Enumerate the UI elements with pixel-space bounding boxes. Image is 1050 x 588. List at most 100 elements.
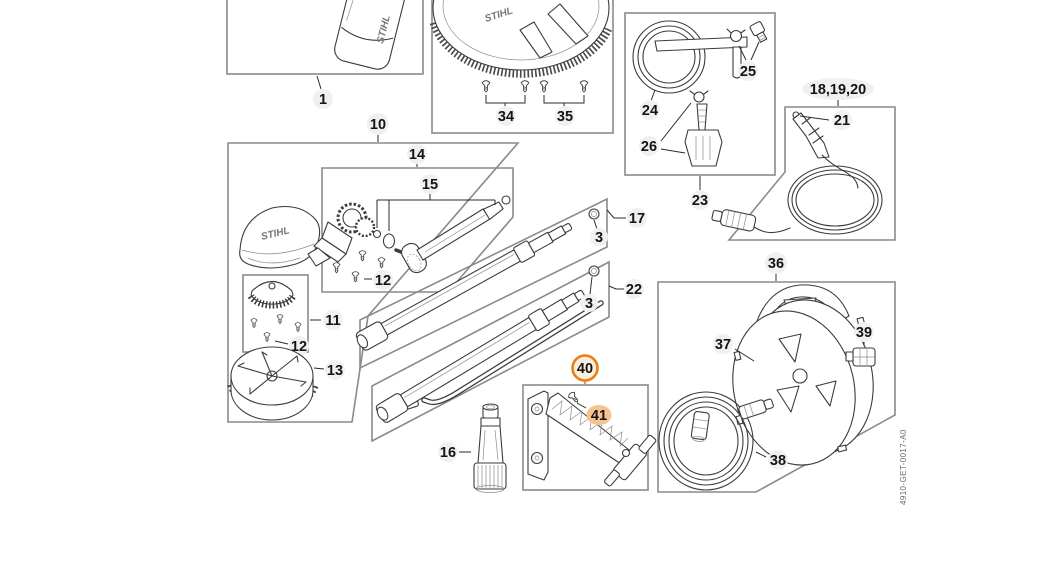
hose-coil-drawing	[658, 391, 774, 491]
nozzle-screw	[539, 80, 549, 93]
screw	[351, 271, 360, 283]
panel-frame	[226, 0, 424, 75]
svg-text:3: 3	[585, 296, 593, 312]
o-ring	[588, 208, 600, 220]
screw	[294, 322, 302, 332]
svg-text:40: 40	[577, 361, 593, 377]
nozzle-drawing	[473, 403, 507, 493]
svg-text:26: 26	[641, 139, 657, 155]
svg-text:13: 13	[327, 363, 343, 379]
svg-text:3: 3	[595, 230, 603, 246]
part-label-25[interactable]: 25	[738, 61, 758, 81]
part-label-22[interactable]: 22	[624, 279, 644, 299]
part-label-17[interactable]: 17	[627, 208, 647, 228]
part-label-3b[interactable]: 3	[580, 294, 598, 312]
part-label-1[interactable]: 1	[313, 89, 333, 109]
part-label-35[interactable]: 35	[555, 106, 575, 126]
panel-frame	[227, 142, 520, 423]
panel-frame	[431, 0, 614, 134]
svg-text:23: 23	[692, 193, 708, 209]
part-label-41-highlighted[interactable]: 41	[586, 405, 612, 425]
svg-text:15: 15	[422, 177, 438, 193]
part-label-14[interactable]: 14	[407, 144, 427, 164]
part-label-26[interactable]: 26	[639, 136, 659, 156]
svg-text:41: 41	[591, 408, 607, 424]
clamp-connector-drawing	[726, 21, 768, 43]
suction-set-panel: 24 25 26 23	[624, 12, 776, 210]
filter-drawing	[684, 90, 723, 167]
elbow-lance-drawing	[394, 195, 511, 274]
svg-text:17: 17	[629, 211, 645, 227]
lance-short-drawing	[355, 223, 573, 351]
part-label-40-highlighted[interactable]: 40	[571, 354, 599, 382]
svg-text:1: 1	[319, 92, 327, 108]
detergent-bottle-panel: STIHL 1	[226, 0, 424, 109]
surface-cleaner-drawing: STIHL	[429, 0, 612, 78]
gearbox-drawing	[307, 202, 376, 267]
drive-kit-frame	[321, 167, 514, 293]
svg-text:10: 10	[370, 117, 386, 133]
part-label-23[interactable]: 23	[690, 190, 710, 210]
lance-long-panel: 3 22	[371, 260, 644, 443]
svg-text:34: 34	[498, 109, 514, 125]
screw	[332, 262, 341, 274]
svg-text:12: 12	[375, 273, 391, 289]
o-ring	[588, 265, 600, 277]
bracket-panel: 41 40	[522, 354, 657, 491]
part-label-24[interactable]: 24	[640, 100, 660, 120]
drawing-id: 4910-GET-0017-A0	[899, 429, 908, 505]
screw	[276, 314, 284, 324]
svg-text:25: 25	[740, 64, 756, 80]
panel-frame	[727, 106, 896, 241]
part-label-38[interactable]: 38	[768, 450, 788, 470]
nozzle-screw	[520, 80, 530, 93]
part-label-3a[interactable]: 3	[590, 228, 608, 246]
cover-drawing: STIHL	[239, 205, 321, 269]
rotor-drawing	[247, 280, 297, 309]
svg-text:14: 14	[409, 147, 425, 163]
detergent-bottle-drawing: STIHL	[334, 0, 414, 70]
lance-short-panel: 3 17	[355, 197, 647, 370]
part-label-15[interactable]: 15	[420, 174, 440, 194]
o-ring-large	[382, 233, 396, 249]
nozzle-screw	[481, 80, 491, 93]
screw	[377, 257, 386, 269]
coupling-drawing	[845, 347, 876, 367]
cleaner-assembly-panel: 10 STIHL 14	[227, 113, 520, 423]
part-label-18-19-20[interactable]: 18,19,20	[802, 78, 874, 100]
part-label-34[interactable]: 34	[496, 106, 516, 126]
svg-text:39: 39	[856, 325, 872, 341]
svg-text:16: 16	[440, 445, 456, 461]
svg-text:37: 37	[715, 337, 731, 353]
svg-text:11: 11	[325, 313, 340, 329]
svg-text:12: 12	[291, 339, 307, 355]
svg-text:18,19,20: 18,19,20	[810, 82, 866, 98]
spray-gun-drawing	[711, 111, 883, 235]
svg-text:38: 38	[770, 453, 786, 469]
part-label-37[interactable]: 37	[713, 334, 733, 354]
part-label-39[interactable]: 39	[854, 322, 874, 342]
part-label-11[interactable]: 11	[323, 310, 343, 330]
svg-text:22: 22	[626, 282, 642, 298]
panel-frame	[371, 260, 610, 443]
panel-frame	[359, 197, 608, 370]
part-label-13[interactable]: 13	[325, 360, 345, 380]
nozzle-screw	[579, 80, 589, 93]
panel-frame	[624, 12, 776, 176]
svg-text:36: 36	[768, 256, 784, 272]
part-label-36[interactable]: 36	[765, 252, 787, 274]
part-label-12a[interactable]: 12	[373, 270, 393, 290]
part-label-16[interactable]: 16	[438, 442, 458, 462]
svg-text:21: 21	[834, 113, 850, 129]
nozzle-group: 16	[438, 403, 507, 493]
part-label-21[interactable]: 21	[832, 110, 852, 130]
svg-text:24: 24	[642, 103, 658, 119]
part-label-10[interactable]: 10	[367, 113, 389, 135]
lance-long-drawing	[375, 289, 586, 423]
brush-bristles	[429, 19, 612, 78]
screw	[263, 332, 271, 342]
o-ring-small	[372, 229, 382, 239]
hose-reel-panel: 36 37	[657, 252, 896, 493]
